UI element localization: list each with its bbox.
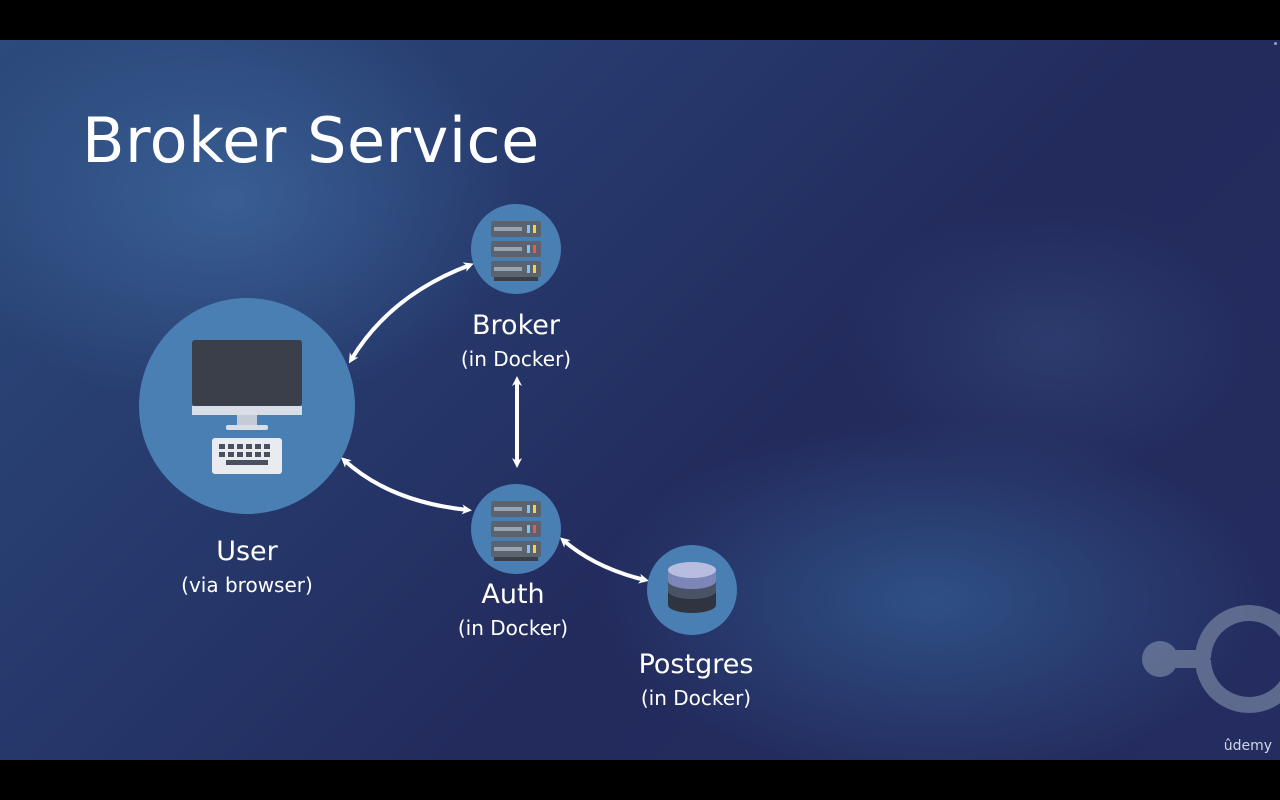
auth-subtitle: (in Docker) <box>457 616 569 640</box>
arrow-auth-postgres <box>559 537 649 584</box>
database-icon <box>668 562 716 613</box>
slide-title: Broker Service <box>82 104 540 177</box>
user-label: User (via browser) <box>147 534 347 600</box>
broker-label: Broker (in Docker) <box>416 308 616 374</box>
arrow-user-auth <box>341 457 472 515</box>
postgres-title: Postgres <box>638 649 754 680</box>
auth-title: Auth <box>481 579 545 610</box>
auth-node <box>471 484 561 574</box>
broker-node <box>471 204 561 294</box>
postgres-subtitle: (in Docker) <box>640 686 752 710</box>
broker-title: Broker <box>472 310 560 341</box>
postgres-node <box>647 545 737 635</box>
course-logo-icon <box>1142 605 1280 713</box>
slide: Broker Service <box>0 40 1280 760</box>
architecture-diagram <box>139 204 1280 713</box>
desktop-computer-icon <box>192 340 302 474</box>
server-rack-icon <box>491 501 541 561</box>
postgres-label: Postgres (in Docker) <box>596 647 796 713</box>
user-subtitle: (via browser) <box>181 573 313 597</box>
server-rack-icon <box>491 221 541 281</box>
user-node <box>139 298 355 514</box>
corner-indicator <box>1274 42 1277 45</box>
platform-watermark: ûdemy <box>1223 738 1272 754</box>
user-title: User <box>216 536 278 567</box>
auth-label: Auth (in Docker) <box>413 577 613 643</box>
arrow-user-broker <box>348 262 474 364</box>
broker-subtitle: (in Docker) <box>460 347 572 371</box>
